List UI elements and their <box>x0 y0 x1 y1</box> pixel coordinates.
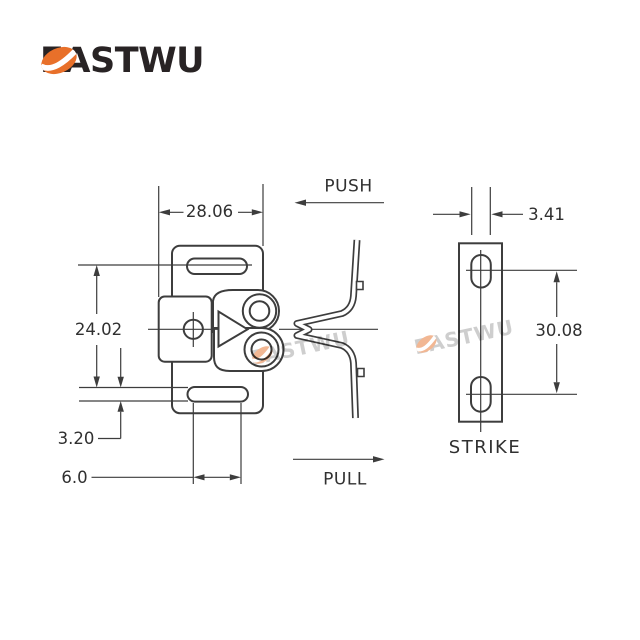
ext-lines-60 <box>192 403 242 484</box>
eastwu-swoosh-icon <box>40 46 78 75</box>
arrowhead-320-down <box>117 376 124 388</box>
dim-overall-height: 24.02 <box>74 319 123 339</box>
wire-edge-lines <box>79 386 188 402</box>
dim-overall-width: 28.06 <box>185 201 234 221</box>
clip-lower-tab <box>356 367 365 378</box>
arrowheads <box>93 199 560 481</box>
arrowhead-320-up <box>117 401 124 412</box>
dim-strike-slot-width: 3.41 <box>528 204 565 224</box>
watermark: EASTWU <box>412 315 516 360</box>
latch-bottom-slot <box>186 386 249 403</box>
eastwu-swoosh-icon <box>251 345 274 364</box>
strike-clip-profile <box>293 239 365 419</box>
arrowhead-341-right <box>491 211 503 218</box>
dim-wire-gap: 3.20 <box>57 428 95 448</box>
upper-roller-inner <box>248 300 271 322</box>
arrowhead-341-left <box>459 211 471 218</box>
brand-logo: EASTWU <box>40 44 205 79</box>
arrowhead-60-right <box>229 474 241 481</box>
arrowhead-2402-up <box>93 265 100 276</box>
pull-label: PULL <box>323 469 367 490</box>
arrowhead-2806-left <box>158 209 170 216</box>
arrowhead-2402-down <box>93 376 100 388</box>
clip-wire-inner <box>295 239 359 419</box>
latch-view <box>148 244 378 415</box>
strike-width-extension-lines <box>471 187 491 235</box>
arrowhead-3008-down <box>553 382 560 394</box>
arrowhead-60-left <box>193 474 205 481</box>
dimension-lines <box>78 184 558 484</box>
push-label: PUSH <box>324 176 373 197</box>
arrowhead-pull <box>373 456 385 463</box>
strike-plate-view <box>458 187 577 432</box>
latch-top-slot <box>186 257 248 275</box>
watermark: EASTWU <box>248 326 352 371</box>
dim-slot-width: 6.0 <box>61 467 88 487</box>
arrowhead-2806-right <box>251 209 263 216</box>
dim-line-320 <box>98 348 122 440</box>
strike-label: STRIKE <box>448 436 522 458</box>
arrowhead-push <box>294 199 306 206</box>
dim-strike-hole-spacing: 30.08 <box>535 320 583 340</box>
clip-upper-tab <box>355 280 364 291</box>
arrowhead-3008-up <box>553 271 560 283</box>
eastwu-swoosh-icon <box>415 334 438 353</box>
